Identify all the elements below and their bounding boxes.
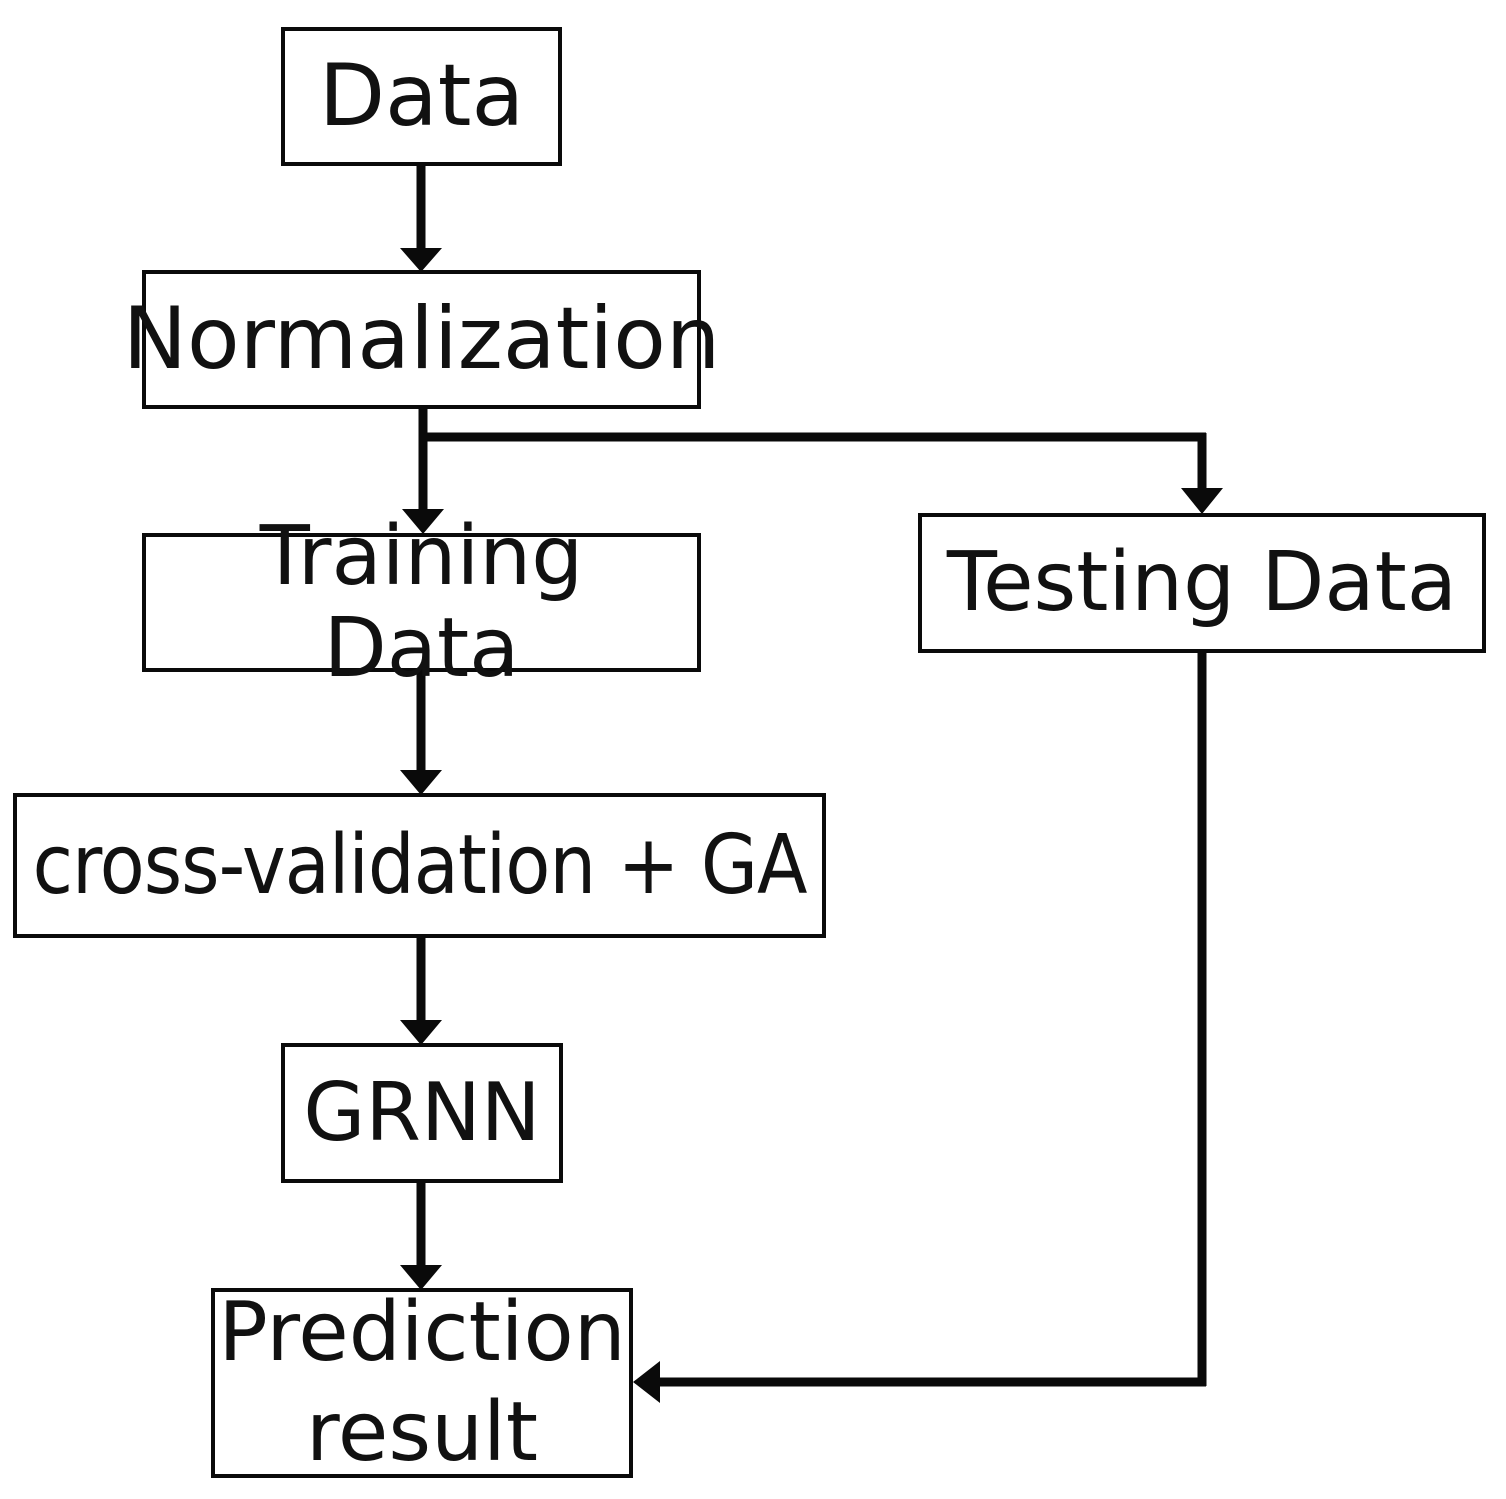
node-data[interactable]: Data: [281, 27, 562, 166]
node-grnn-label: GRNN: [303, 1066, 541, 1160]
node-training-data-label: Training Data: [259, 508, 584, 696]
node-normalization-label: Normalization: [122, 289, 721, 390]
edge-crossval-to-grnn: [400, 938, 442, 1045]
node-grnn[interactable]: GRNN: [281, 1043, 563, 1183]
node-training-data[interactable]: Training Data: [142, 510, 701, 694]
edge-grnn-to-prediction: [400, 1183, 442, 1290]
node-cross-validation-ga[interactable]: cross-validation + GA: [13, 793, 826, 938]
edge-training-to-crossval: [400, 672, 442, 795]
node-testing-data[interactable]: Testing Data: [918, 513, 1486, 653]
edge-testing-to-prediction: [633, 653, 1207, 1403]
node-testing-data-label: Testing Data: [946, 535, 1458, 631]
node-normalization[interactable]: Normalization: [123, 270, 720, 409]
node-cross-validation-ga-label: cross-validation + GA: [32, 817, 808, 913]
edge-normalization-to-training: [402, 409, 444, 534]
edge-normalization-to-testing: [419, 432, 1223, 514]
node-data-label: Data: [318, 46, 525, 147]
node-prediction-result[interactable]: Prediction result: [211, 1285, 633, 1480]
node-prediction-result-label: Prediction result: [218, 1284, 626, 1480]
edge-data-to-normalization: [400, 166, 442, 272]
